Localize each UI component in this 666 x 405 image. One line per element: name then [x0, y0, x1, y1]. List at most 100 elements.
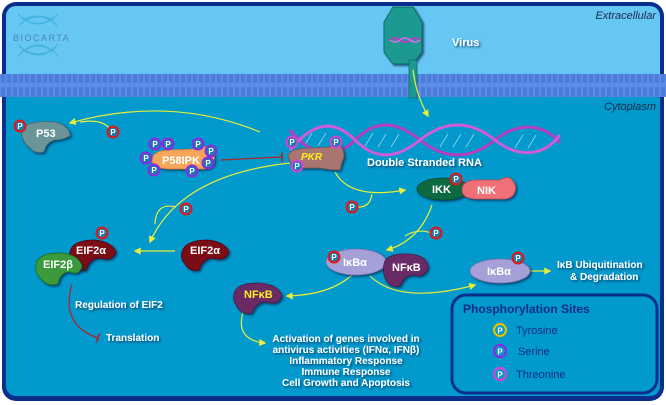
biocarta-logo: BIOCARTA — [13, 13, 70, 57]
nfkb-complex-molecule[interactable]: NFκB — [382, 253, 429, 287]
activation-line: Activation of genes involved in — [272, 334, 419, 345]
phosphate-badge-p58ipk: P — [139, 151, 153, 165]
p-icon: P — [433, 229, 439, 238]
phosphate-badge-pkr: P — [285, 135, 299, 149]
pathway-arrows — [68, 69, 552, 347]
arrow-ikk-to-ikba — [385, 204, 433, 252]
phosphate-badge-ikk: P — [449, 172, 463, 186]
p-icon: P — [289, 138, 295, 147]
p-icon: P — [208, 147, 214, 156]
arrow-p-to-ikba — [404, 230, 432, 237]
ikba-complex-label: IκBα — [343, 257, 367, 269]
nfkb-complex-label: NFκB — [392, 262, 421, 274]
arrow-pkr-to-ikk — [334, 171, 407, 195]
phosphate-circle — [449, 172, 463, 186]
ikba-free-molecule[interactable]: IκBα — [469, 258, 531, 284]
phosphate-badge-p53-input: P — [106, 125, 120, 139]
phosphate-badge-ikk-input: P — [345, 200, 359, 214]
phosphate-badge-p58ipk: P — [148, 137, 162, 151]
arrow-complex-to-ikba — [369, 275, 477, 294]
phosphate-circle — [148, 137, 162, 151]
ikba-nfkb-complex[interactable]: IκBα NFκB — [325, 248, 429, 287]
phosphate-badge-eif2a-phos: P — [95, 226, 109, 240]
p-icon: P — [349, 203, 355, 212]
extracellular-label: Extracellular — [595, 10, 657, 22]
translation-label: Translation — [106, 333, 159, 344]
nik-label: NIK — [477, 185, 496, 197]
eif2b-molecule[interactable]: EIF2β — [35, 252, 83, 286]
p-icon: P — [99, 229, 105, 238]
logo-text: BIOCARTA — [13, 33, 70, 43]
p-icon: P — [453, 175, 459, 184]
arrow-pkr-to-p53 — [68, 110, 261, 133]
arrow-nfkb-to-activation — [240, 311, 267, 347]
phosphate-circle — [285, 135, 299, 149]
ikba-complex-molecule[interactable]: IκBα — [325, 248, 387, 276]
activation-line: Immune Response — [302, 367, 391, 378]
phosphate-badge-ikba-input: P — [429, 226, 443, 240]
eif2b-label: EIF2β — [43, 259, 73, 271]
phosphate-circle — [429, 226, 443, 240]
p-icon: P — [110, 128, 116, 137]
cytoplasm-region — [6, 96, 660, 396]
p53-molecule[interactable]: P53 — [21, 121, 71, 153]
eif2a-molecule[interactable]: EIF2α — [181, 239, 230, 271]
p-icon: P — [183, 205, 189, 214]
virus[interactable]: Virus — [383, 6, 479, 99]
legend-item-tyrosine: P Tyrosine — [492, 322, 558, 338]
p-icon: P — [497, 348, 503, 357]
phosphate-badge-p58ipk: P — [147, 163, 161, 177]
ikk-label: IKK — [432, 184, 451, 196]
phosphate-badge-pkr: P — [290, 159, 304, 173]
cytoplasm-label: Cytoplasm — [604, 101, 656, 113]
regulation-eif2-label: Regulation of EIF2 — [75, 300, 163, 311]
arrow-virus-to-dsrna — [412, 69, 429, 118]
viral-rna-icon — [389, 37, 421, 43]
eif2a-label: EIF2α — [190, 245, 220, 257]
inhibition-lines — [68, 152, 284, 343]
dsrna-label: Double Stranded RNA — [367, 157, 482, 169]
phosphate-badge-p58ipk: P — [204, 144, 218, 158]
p-icon: P — [165, 140, 171, 149]
phosphate-circle — [106, 125, 120, 139]
phosphate-circle — [191, 137, 205, 151]
activation-line: antivirus activities (IFNα, IFNβ) — [273, 345, 420, 356]
nfkb-free-molecule[interactable]: NFκB — [233, 282, 283, 314]
phosphate-circle — [345, 200, 359, 214]
p-icon: P — [195, 140, 201, 149]
phosphate-badge-p58ipk: P — [185, 164, 199, 178]
legend-item-serine: P Serine — [492, 343, 550, 359]
nfkb-free-label: NFκB — [244, 289, 273, 301]
phosphate-circle — [329, 135, 343, 149]
phosphate-circle — [327, 250, 341, 264]
phosphate-circle — [179, 202, 193, 216]
p-icon: P — [143, 154, 149, 163]
phosphate-circle — [204, 144, 218, 158]
inhibit-eif2b-translation — [68, 283, 101, 343]
phosphate-badge-p58ipk: P — [191, 137, 205, 151]
p-icon: P — [497, 371, 503, 380]
inhibit-p58ipk-pkr — [220, 152, 284, 162]
virus-label: Virus — [452, 37, 479, 49]
phosphate-circle — [139, 151, 153, 165]
arrow-pkr-to-eif2 — [149, 162, 291, 244]
phosphate-badge-p58ipk: P — [201, 156, 215, 170]
p-icon: P — [331, 253, 337, 262]
phosphate-circle — [95, 226, 109, 240]
phosphate-circle — [201, 156, 215, 170]
activation-text: Activation of genes involved in antiviru… — [272, 334, 419, 389]
arrow-ikba-to-nfkb — [285, 274, 353, 300]
phosphate-badge-ikba-complex: P — [327, 250, 341, 264]
ikba-free-label: IκBα — [487, 266, 511, 278]
cell-membrane — [0, 74, 666, 97]
p58ipk-label: P58IPK — [162, 155, 200, 167]
nik-molecule[interactable]: NIK — [461, 177, 516, 200]
phosphate-circle — [185, 164, 199, 178]
legend-label: Tyrosine — [516, 325, 558, 337]
phosphate-badge-pkr: P — [329, 135, 343, 149]
legend-label: Threonine — [516, 369, 566, 381]
p-icon: P — [152, 140, 158, 149]
phosphate-circle — [161, 137, 175, 151]
pkr-label: PKR — [301, 152, 323, 163]
